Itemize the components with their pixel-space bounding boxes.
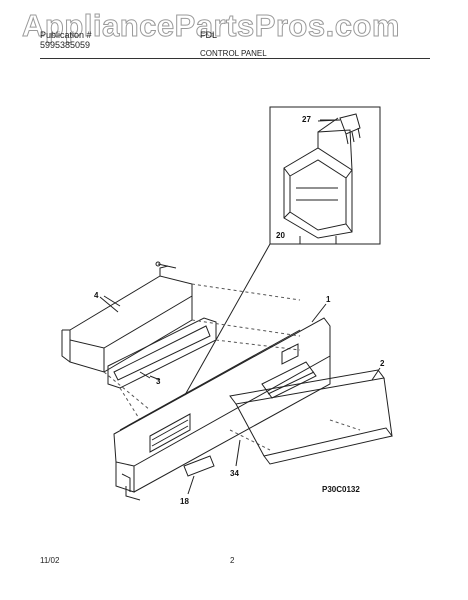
footer-page-number: 2: [230, 556, 235, 565]
publication-label: Publication #: [40, 30, 92, 40]
section-title: CONTROL PANEL: [200, 49, 267, 58]
callout-27: 27: [302, 115, 311, 124]
explode-guide-lines: [103, 283, 361, 451]
header-rule: [40, 58, 430, 59]
callout-leaders: [103, 119, 381, 495]
model-number: FDL: [200, 30, 218, 40]
part-20-bracket: [283, 117, 353, 244]
callout-1: 1: [326, 295, 331, 304]
footer-date: 11/02: [40, 556, 60, 565]
part-screw: [155, 261, 177, 269]
part-4-rear-housing: [61, 265, 193, 373]
part-1-console: [113, 317, 331, 501]
callout-18: 18: [180, 497, 189, 506]
inset-leader-line: [184, 243, 271, 396]
watermark: AppliancePartsPros.com: [22, 8, 400, 44]
publication-number: 5995385059: [40, 40, 91, 50]
drawing-code: P30C0132: [322, 485, 360, 494]
callout-2: 2: [380, 359, 385, 368]
callout-3: 3: [156, 377, 161, 386]
inset-frame: [269, 106, 381, 245]
part-18-plate: [183, 455, 215, 477]
callout-4: 4: [94, 291, 99, 300]
part-27-switch: [317, 113, 361, 145]
callout-20: 20: [276, 231, 285, 240]
part-3-circuit-board: [107, 317, 217, 389]
callout-34: 34: [230, 469, 239, 478]
part-2-trim-strip: [229, 369, 393, 465]
